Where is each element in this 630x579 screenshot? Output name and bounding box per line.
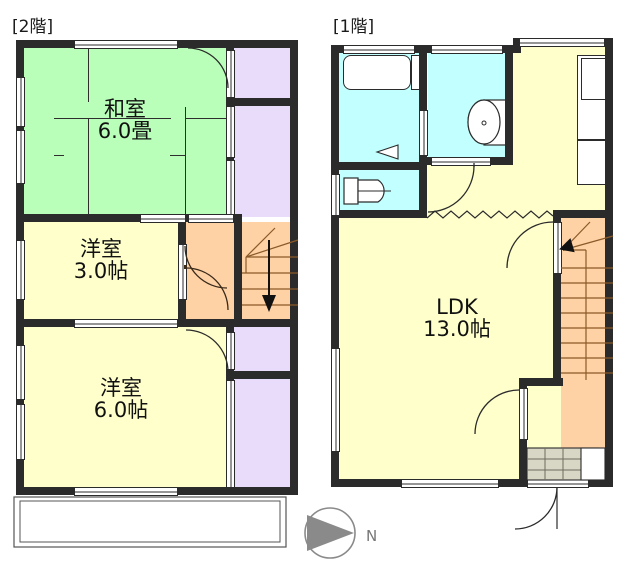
label-ldk-line1: LDK bbox=[436, 295, 478, 319]
bathtub bbox=[343, 55, 411, 90]
interior-wall-stair-right bbox=[290, 214, 298, 224]
door-ldk-genkan[interactable] bbox=[519, 388, 528, 440]
room-balcony-mid-fill bbox=[233, 105, 298, 217]
tatami-line bbox=[185, 118, 233, 119]
tatami-line bbox=[170, 155, 185, 156]
window-bath-top[interactable] bbox=[343, 45, 415, 54]
door-w6-balcony[interactable] bbox=[226, 332, 235, 370]
tatami-line bbox=[88, 47, 89, 102]
wall-genkan-top bbox=[519, 378, 563, 386]
room-balcony-lower2-fill bbox=[233, 378, 298, 495]
compass-north-label: N bbox=[366, 527, 378, 545]
door-arc-washitsu bbox=[184, 47, 229, 289]
door-w6-balcony2[interactable] bbox=[226, 380, 235, 488]
interior-wall-stair-left bbox=[234, 222, 242, 327]
staircase-2f-graphic bbox=[242, 227, 299, 312]
sliding-door-washitsu-bottom-b[interactable] bbox=[188, 214, 234, 223]
balcony-outline-2f bbox=[13, 496, 287, 548]
room-western3-fill bbox=[16, 222, 186, 322]
toilet-bowl bbox=[343, 177, 391, 205]
label-ldk-line2: 13.0帖 bbox=[423, 317, 491, 342]
interior-wall-balcony-div2 bbox=[233, 371, 298, 379]
label-washitsu-line1: 和室 bbox=[104, 97, 146, 121]
window-ldk-top[interactable] bbox=[519, 38, 605, 47]
label-western6: 洋室 6.0帖 bbox=[62, 377, 180, 421]
window-toilet-left[interactable] bbox=[331, 174, 340, 216]
washroom-drain-lines bbox=[375, 144, 399, 160]
tatami-line bbox=[54, 155, 64, 156]
window-w6-left-a[interactable] bbox=[16, 345, 25, 400]
interior-wall-balcony-div bbox=[233, 98, 298, 106]
label-washitsu-line2: 6.0畳 bbox=[97, 119, 153, 144]
tatami-line bbox=[88, 118, 89, 217]
label-western3: 洋室 3.0帖 bbox=[42, 238, 160, 282]
exterior-wall-right-1f bbox=[605, 38, 613, 487]
label-western3-line1: 洋室 bbox=[80, 237, 122, 261]
room-hall-1f-fill bbox=[424, 163, 519, 218]
sliding-door-washitsu-bottom-a[interactable] bbox=[140, 214, 186, 223]
interior-wall-washitsu-bottom bbox=[16, 214, 242, 222]
entrance-tile bbox=[526, 447, 606, 481]
staircase-1f-graphic bbox=[559, 221, 614, 380]
tatami-line bbox=[185, 107, 186, 119]
tatami-line bbox=[185, 118, 186, 217]
floor-plan-2f: [2階] bbox=[0, 0, 315, 579]
room-western6-fill bbox=[16, 327, 232, 495]
window-ldk-bottom[interactable] bbox=[401, 479, 499, 488]
floor-2-label: [2階] bbox=[12, 17, 54, 37]
window-w6-bottom[interactable] bbox=[74, 487, 178, 496]
door-w3-hall[interactable] bbox=[178, 244, 187, 300]
window-ldk-left[interactable] bbox=[331, 348, 340, 452]
floor-1-label: [1階] bbox=[333, 17, 375, 37]
door-arc-western6 bbox=[185, 329, 229, 373]
door-washroom-hall[interactable] bbox=[431, 157, 491, 166]
room-hallway2f-fill bbox=[186, 222, 242, 322]
window-washitsu-top[interactable] bbox=[74, 40, 178, 49]
label-western6-line2: 6.0帖 bbox=[93, 398, 149, 423]
window-w3-left[interactable] bbox=[16, 240, 25, 300]
window-washroom-top[interactable] bbox=[431, 45, 503, 54]
floor-plan-1f: [1階] bbox=[315, 0, 630, 579]
kitchen-sink-top bbox=[581, 58, 609, 100]
interior-wall-hall-bottom bbox=[186, 319, 298, 327]
wall-hall-bottom bbox=[419, 210, 427, 218]
wall-washroom-right bbox=[505, 45, 513, 163]
compass-rose bbox=[304, 507, 356, 559]
door-arcs-1f bbox=[427, 163, 558, 530]
window-washitsu-left-b[interactable] bbox=[16, 130, 25, 184]
room-balcony-upper-fill bbox=[233, 47, 298, 100]
room-balcony-lower-fill bbox=[233, 327, 298, 373]
label-ldk: LDK 13.0帖 bbox=[387, 296, 527, 340]
window-washitsu-left-a[interactable] bbox=[16, 77, 25, 127]
window-w6-left-b[interactable] bbox=[16, 404, 25, 460]
sliding-door-w3-bottom[interactable] bbox=[74, 319, 178, 328]
label-washitsu: 和室 6.0畳 bbox=[66, 98, 184, 142]
door-arc-hallway-2f bbox=[184, 265, 229, 311]
kitchen-zone-divider bbox=[426, 210, 554, 219]
exterior-wall-right bbox=[290, 40, 298, 495]
door-washitsu-balcony2[interactable] bbox=[226, 106, 235, 158]
wall-stair-left bbox=[553, 210, 561, 386]
wall-toilet-bottom bbox=[331, 210, 427, 218]
tatami-line bbox=[54, 118, 171, 119]
label-western3-line2: 3.0帖 bbox=[73, 259, 129, 284]
wall-stair-top bbox=[553, 210, 613, 218]
wall-bath-bottom bbox=[331, 162, 427, 170]
sink-basin bbox=[467, 99, 508, 146]
exterior-wall-left-1f bbox=[331, 45, 339, 487]
door-bath-washroom[interactable] bbox=[419, 110, 428, 156]
label-western6-line1: 洋室 bbox=[100, 376, 142, 400]
door-washitsu-balcony[interactable] bbox=[226, 50, 235, 98]
room-washitsu-fill bbox=[16, 47, 233, 217]
